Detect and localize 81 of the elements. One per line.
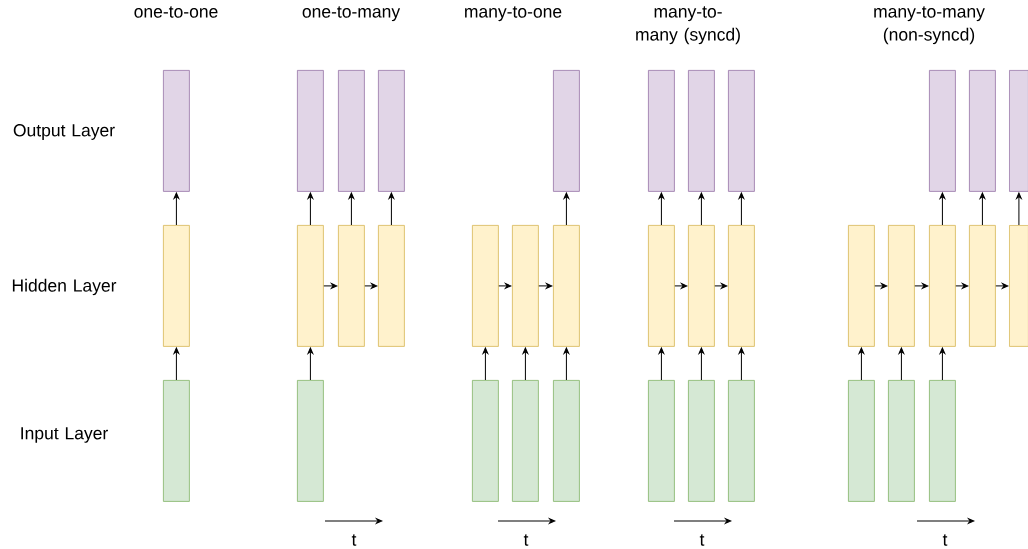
layer-box [648, 380, 675, 502]
arrow [979, 192, 986, 226]
arrow [898, 347, 905, 381]
arrow [307, 192, 314, 226]
arrow [482, 347, 489, 381]
arrow [698, 347, 705, 381]
layer-box [553, 380, 580, 502]
layer-box [888, 380, 915, 502]
layer-box [553, 225, 580, 347]
arrow [658, 347, 665, 381]
layer-box [338, 70, 365, 192]
layer-label: Input Layer [21, 427, 108, 443]
layer-box [163, 380, 190, 502]
arrow [522, 347, 529, 381]
layer-box [728, 225, 755, 347]
arrow [738, 192, 745, 226]
layer-box [472, 380, 499, 502]
arrow [939, 192, 946, 226]
layer-box [297, 225, 324, 347]
layer-label: Hidden Layer [12, 278, 117, 296]
layer-box [512, 380, 539, 502]
arrow [698, 192, 705, 226]
layer-box [848, 380, 875, 502]
column-title: one-to-one [134, 6, 218, 18]
layer-box [648, 225, 675, 347]
arrow [858, 347, 865, 381]
layer-box [472, 225, 499, 347]
layer-box [378, 225, 405, 347]
arrow [307, 347, 314, 381]
layer-box [163, 225, 190, 347]
layer-box [728, 380, 755, 502]
column-title: one-to-many [302, 6, 401, 22]
arrow [714, 283, 728, 289]
layer-box [969, 225, 996, 347]
layer-box [512, 225, 539, 347]
layer-box [728, 70, 755, 192]
time-label: t [351, 534, 357, 546]
arrow [995, 283, 1009, 289]
arrow [1016, 192, 1022, 226]
layer-box [297, 70, 324, 192]
layer-box [648, 70, 675, 192]
layer-box [1009, 70, 1028, 192]
arrow [939, 347, 946, 381]
layer-box [888, 225, 915, 347]
layer-box [297, 380, 324, 502]
arrow [323, 283, 338, 289]
arrow [563, 347, 570, 381]
layer-box [378, 70, 405, 192]
arrow [538, 283, 553, 289]
layer-label: Output Layer [13, 124, 115, 140]
arrow [874, 283, 888, 289]
time-label: t [699, 534, 705, 546]
layer-box [1009, 225, 1028, 347]
column-title: many-to-many (non-syncd) [874, 6, 985, 45]
arrow [364, 283, 378, 289]
layer-box [929, 380, 956, 502]
arrow [914, 283, 929, 289]
arrow [738, 347, 745, 381]
arrow [955, 283, 969, 289]
column-title: many-to-many (syncd) [636, 6, 740, 45]
layer-box [163, 70, 190, 192]
arrow [173, 192, 180, 226]
arrow [658, 192, 665, 226]
column-title: many-to-one [465, 6, 562, 22]
layer-box [688, 70, 715, 192]
layer-box [929, 70, 956, 192]
arrow [388, 192, 395, 226]
layer-box [688, 225, 715, 347]
layer-box [338, 225, 365, 347]
arrow [498, 283, 512, 289]
layer-box [688, 380, 715, 502]
layer-box [929, 225, 956, 347]
arrow [348, 192, 355, 226]
arrow [674, 283, 688, 289]
time-label: t [942, 534, 948, 546]
layer-box [553, 70, 580, 192]
arrow [563, 192, 570, 226]
arrow [173, 347, 180, 381]
layer-box [848, 225, 875, 347]
time-label: t [523, 534, 529, 546]
layer-box [969, 70, 996, 192]
